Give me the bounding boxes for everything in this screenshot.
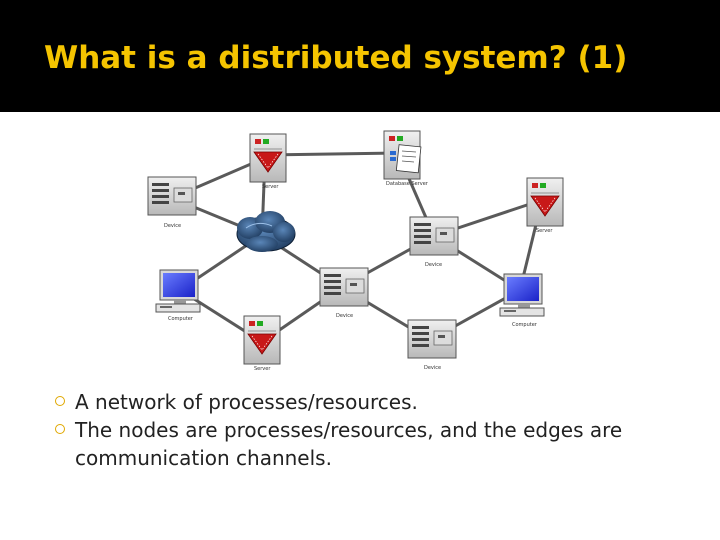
node-label: Computer [168, 316, 194, 322]
node-device-center: Device [319, 267, 369, 319]
title-bar: What is a distributed system? (1) [0, 0, 720, 112]
node-label: Database Server [386, 181, 429, 187]
bullet-text: A network of processes/resources. [75, 390, 418, 414]
node-computer-right: Computer [499, 273, 545, 328]
server-icon [526, 177, 564, 227]
node-device-left: Device [147, 176, 197, 229]
cloud-icon [236, 211, 296, 252]
node-label: Server [254, 366, 271, 372]
node-cloud [236, 211, 296, 252]
slide-title: What is a distributed system? (1) [44, 40, 628, 76]
node-database-server: Database Server [383, 130, 429, 187]
network-diagram: Server Database Server Device Server Dev… [147, 130, 564, 372]
database-server-icon [383, 130, 422, 180]
node-server-top: Server [249, 133, 287, 190]
bullet-circle-icon [55, 424, 65, 434]
node-label: Device [424, 365, 441, 371]
computer-icon [499, 273, 545, 317]
node-device-center-top: Device [409, 216, 459, 268]
bullet-item: A network of processes/resources. [55, 388, 695, 416]
bullet-item: The nodes are processes/resources, and t… [55, 416, 695, 472]
server-icon [249, 133, 287, 183]
node-label: Device [425, 262, 442, 268]
bullet-text: The nodes are processes/resources, and t… [75, 418, 623, 470]
node-label: Device [164, 223, 181, 229]
node-computer-left: Computer [155, 269, 201, 322]
node-device-bottom: Device [407, 319, 457, 371]
device-icon [147, 176, 197, 216]
node-label: Server [262, 184, 279, 190]
node-label: Computer [512, 322, 538, 328]
node-server-right: Server [526, 177, 564, 234]
device-icon [407, 319, 457, 359]
node-label: Server [536, 228, 553, 234]
node-label: Device [336, 313, 353, 319]
device-icon [409, 216, 459, 256]
node-server-bottom: Server [243, 315, 281, 372]
bullet-circle-icon [55, 396, 65, 406]
server-icon [243, 315, 281, 365]
device-icon [319, 267, 369, 307]
bullet-list: A network of processes/resources. The no… [55, 388, 695, 472]
computer-icon [155, 269, 201, 313]
